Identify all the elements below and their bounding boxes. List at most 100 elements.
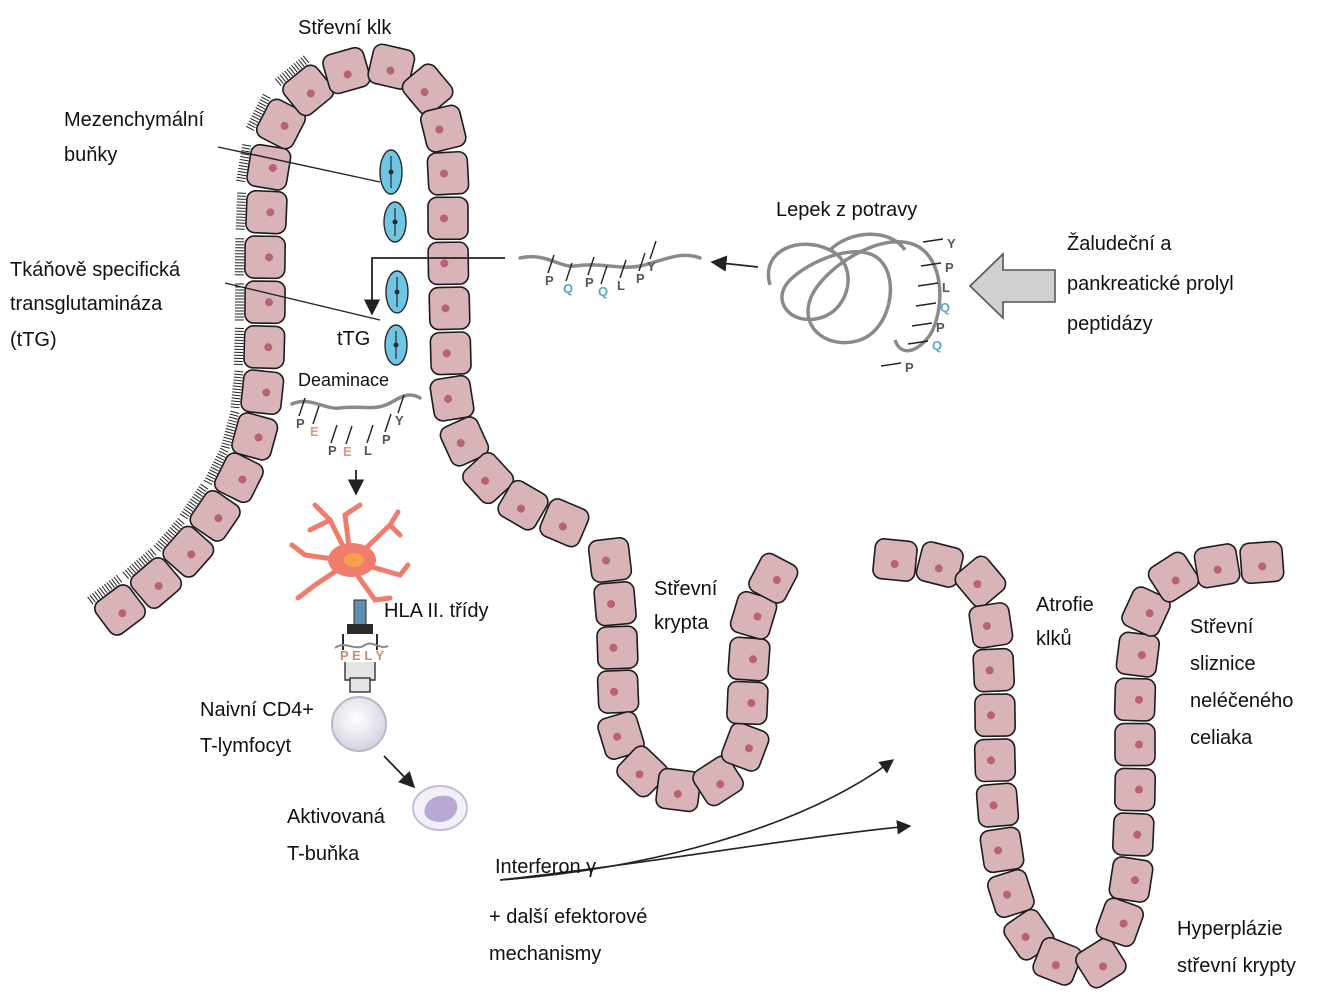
epithelial-cell <box>727 681 769 725</box>
epithelial-cell <box>1112 813 1154 857</box>
epithelial-cell <box>597 626 638 669</box>
epithelial-cell <box>976 783 1019 828</box>
epithelial-cell <box>430 332 471 375</box>
epithelial-cell <box>429 287 470 330</box>
label-mucosa-line4: celiaka <box>1190 727 1253 749</box>
label-activated-t-line1: Aktivovaná <box>287 806 386 828</box>
epithelial-cell <box>428 197 468 239</box>
gluten-coil-residues: YPLQPQP <box>881 236 956 375</box>
label-ttg-line1: Tkáňově specifická <box>10 259 181 281</box>
amino-acid-label: E <box>343 444 352 459</box>
epithelial-cell <box>245 236 286 279</box>
epithelial-cell <box>245 281 285 323</box>
amino-acid-label: E <box>310 424 319 439</box>
epithelial-cell <box>588 537 633 583</box>
label-naive-t-line1: Naivní CD4+ <box>200 699 314 721</box>
amino-acid-label: P <box>296 416 305 431</box>
epithelial-cell <box>427 151 469 195</box>
label-naive-t-line2: T-lymfocyt <box>200 735 292 757</box>
label-atrophy-line1: Atrofie <box>1036 594 1094 616</box>
microvilli <box>235 284 244 320</box>
label-interferon: Interferon γ <box>495 856 596 878</box>
label-mucosa-line3: neléčeného <box>1190 690 1293 712</box>
epithelial-cell <box>597 670 639 714</box>
mesenchymal-cell <box>386 271 408 313</box>
epithelial-cell <box>244 326 285 369</box>
epithelial-cell <box>1108 856 1154 904</box>
label-hyperplasia-line2: střevní krypty <box>1177 955 1296 977</box>
epithelial-cell <box>429 374 475 422</box>
label-peptidases-line2: pankreatické prolyl <box>1067 273 1234 295</box>
amino-acid-label: P <box>328 443 337 458</box>
amino-acid-label: P <box>382 432 391 447</box>
label-peptidases-line1: Žaludeční a <box>1067 232 1172 255</box>
mesenchymal-leader-line <box>218 147 380 182</box>
gluten-peptide-chain <box>520 255 700 267</box>
epithelial-cell <box>974 739 1015 782</box>
mesenchymal-cell <box>384 202 406 242</box>
hla-class-ii-molecule: P E L Y <box>335 600 388 663</box>
label-mesenchymal-line2: buňky <box>64 144 117 166</box>
amino-acid-label: Q <box>932 338 942 353</box>
label-hyperplasia-line1: Hyperplázie <box>1177 918 1283 940</box>
epithelial-cell <box>968 602 1014 650</box>
label-activated-t-line2: T-buňka <box>287 843 360 865</box>
label-mucosa-line1: Střevní <box>1190 616 1254 638</box>
t-cell-receptor <box>345 662 375 692</box>
label-dietary-gluten: Lepek z potravy <box>776 199 917 221</box>
label-hla: HLA II. třídy <box>384 600 488 622</box>
amino-acid-label: Q <box>940 300 950 315</box>
amino-acid-label: Y <box>395 413 404 428</box>
epithelial-cell <box>419 103 468 153</box>
epithelial-cell <box>593 581 636 626</box>
peptidase-arrow <box>970 254 1055 318</box>
amino-acid-label: L <box>364 443 372 458</box>
epithelial-cell <box>1239 541 1284 584</box>
label-deamination: Deaminace <box>298 370 389 390</box>
amino-acid-label: P <box>545 273 554 288</box>
epithelial-cell <box>1193 543 1241 589</box>
epithelial-cell <box>975 694 1016 737</box>
epithelial-cell <box>1115 724 1155 766</box>
naive-t-cell <box>332 697 386 751</box>
label-crypt-line2: krypta <box>654 612 709 634</box>
label-ttg-line2: transglutamináza <box>10 293 163 315</box>
gluten-release-arrow <box>712 262 758 267</box>
amino-acid-label: P <box>585 275 594 290</box>
mesenchymal-cell <box>380 150 402 194</box>
microvilli <box>235 239 245 275</box>
amino-acid-label: L <box>617 278 625 293</box>
label-ttg-short: tTG <box>337 328 370 350</box>
label-effector-line2: mechanismy <box>489 943 601 965</box>
microvilli <box>234 328 244 364</box>
label-effector-line1: + další efektorové <box>489 906 647 928</box>
amino-acid-label: P <box>905 360 914 375</box>
microvilli <box>236 193 246 229</box>
label-mesenchymal-line1: Mezenchymální <box>64 109 205 131</box>
epithelial-cell <box>1115 631 1160 678</box>
epithelial-cell <box>246 190 288 234</box>
dietary-gluten-coil <box>768 234 939 350</box>
label-crypt-line1: Střevní <box>654 578 718 600</box>
amino-acid-label: P <box>636 271 645 286</box>
amino-acid-label: Q <box>563 281 573 296</box>
label-peptidases-line3: peptidázy <box>1067 313 1153 335</box>
epithelial-cell <box>973 648 1015 692</box>
amino-acid-label: Y <box>647 259 656 274</box>
label-ttg-line3: (tTG) <box>10 329 57 351</box>
amino-acid-label: P <box>936 320 945 335</box>
epithelial-cell <box>979 826 1025 874</box>
epithelial-cell <box>728 637 771 682</box>
svg-text:P E L Y: P E L Y <box>340 648 384 663</box>
activated-t-cell <box>413 786 467 830</box>
mesenchymal-cell <box>385 325 407 365</box>
epithelial-cell <box>428 242 469 285</box>
label-atrophy-line2: klků <box>1036 628 1072 650</box>
amino-acid-label: P <box>945 260 954 275</box>
label-villus: Střevní klk <box>298 17 392 39</box>
amino-acid-label: L <box>942 280 950 295</box>
label-mucosa-line2: sliznice <box>1190 653 1256 675</box>
epithelial-cell <box>246 143 292 191</box>
